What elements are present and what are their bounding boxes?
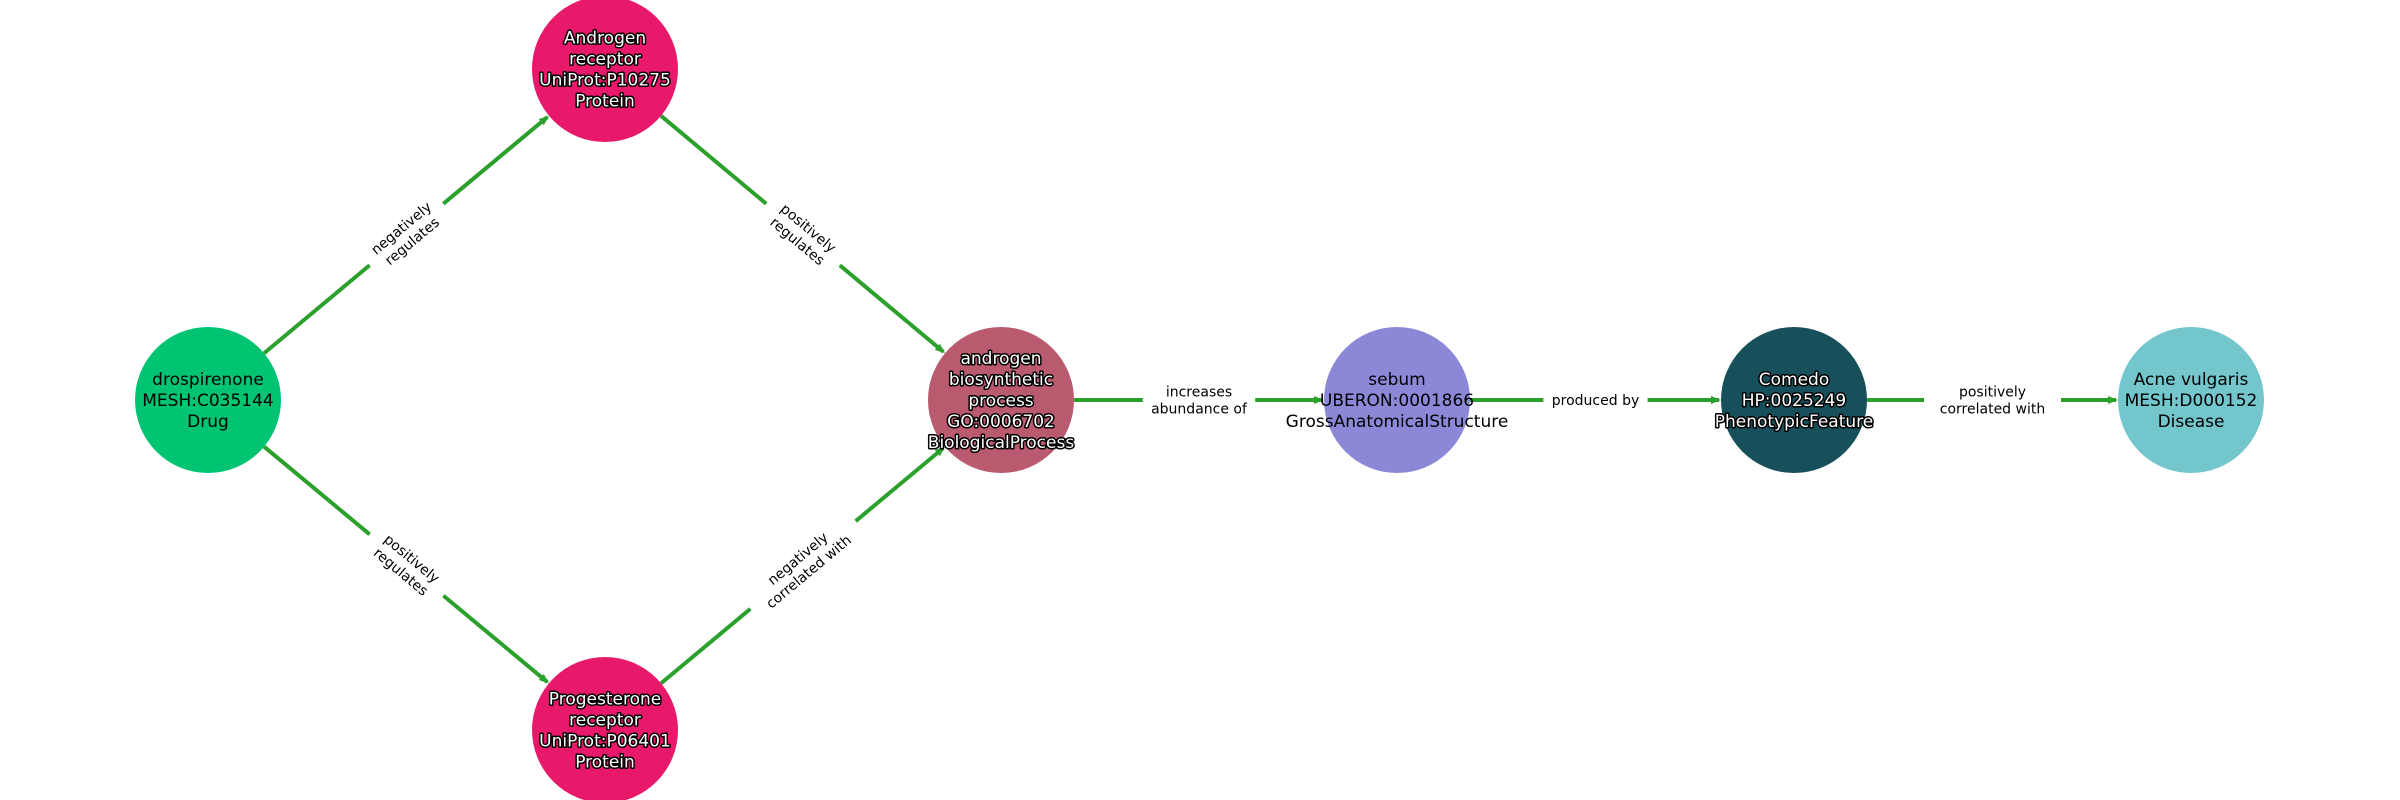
edge-sebum-comedo: produced by bbox=[1470, 387, 1721, 413]
edge-label-background bbox=[356, 518, 457, 612]
node-label-line: Progesterone bbox=[549, 690, 661, 710]
node-label-line: androgen bbox=[960, 349, 1041, 369]
node-circle[interactable] bbox=[928, 327, 1074, 473]
edge-label-background bbox=[1543, 387, 1648, 413]
node-label-line: process bbox=[968, 391, 1033, 411]
node-label-line: PhenotypicFeature bbox=[1715, 412, 1874, 432]
edge-label-line: correlated with bbox=[1940, 402, 2045, 418]
edge-label-background bbox=[1924, 379, 2061, 421]
node-label-line: Protein bbox=[575, 753, 635, 773]
node-circle[interactable] bbox=[532, 0, 678, 142]
node-circle[interactable] bbox=[135, 327, 281, 473]
node-pr[interactable]: ProgesteronereceptorUniProt:P06401Protei… bbox=[532, 657, 678, 800]
node-label-line: MESH:C035144 bbox=[142, 391, 273, 411]
edge-label-line: abundance of bbox=[1151, 402, 1248, 418]
node-label-line: UniProt:P10275 bbox=[539, 71, 671, 91]
node-label-line: Androgen bbox=[564, 29, 646, 49]
node-label-line: GO:0006702 bbox=[947, 412, 1055, 432]
node-circle[interactable] bbox=[532, 657, 678, 800]
edge-label-line: increases bbox=[1166, 385, 1232, 401]
node-label-line: receptor bbox=[569, 50, 641, 70]
node-label-line: UniProt:P06401 bbox=[539, 732, 671, 752]
node-label-line: Disease bbox=[2158, 412, 2225, 432]
node-label-line: HP:0025249 bbox=[1742, 391, 1846, 411]
node-label-line: UBERON:0001866 bbox=[1320, 391, 1474, 411]
node-label-line: Protein bbox=[575, 92, 635, 112]
node-label-line: BiologicalProcess bbox=[928, 433, 1075, 453]
edge-label-background bbox=[1142, 379, 1256, 421]
node-label-line: receptor bbox=[569, 711, 641, 731]
edge-label-line: positively bbox=[1959, 385, 2026, 401]
edge-label-background bbox=[356, 187, 457, 282]
node-label-line: GrossAnatomicalStructure bbox=[1286, 412, 1509, 432]
node-circle[interactable] bbox=[1324, 327, 1470, 473]
edge-label: produced by bbox=[1543, 387, 1648, 413]
node-label-line: sebum bbox=[1368, 370, 1425, 390]
node-circle[interactable] bbox=[2118, 327, 2264, 473]
node-circle[interactable] bbox=[1721, 327, 1867, 473]
node-label-line: biosynthetic bbox=[949, 370, 1053, 390]
node-abp[interactable]: androgenbiosyntheticprocessGO:0006702Bio… bbox=[926, 327, 1076, 473]
edge-label-background bbox=[736, 505, 870, 625]
edge-label-background bbox=[752, 187, 854, 282]
node-label-line: Drug bbox=[187, 412, 229, 432]
node-sebum[interactable]: sebumUBERON:0001866GrossAnatomicalStruct… bbox=[1286, 327, 1509, 473]
node-label-line: drospirenone bbox=[152, 370, 264, 390]
nodes-layer: drospirenoneMESH:C035144DrugAndrogenrece… bbox=[135, 0, 2264, 800]
node-label-line: MESH:D000152 bbox=[2125, 391, 2258, 411]
node-label-line: Comedo bbox=[1759, 370, 1829, 390]
node-label-line: Acne vulgaris bbox=[2134, 370, 2249, 390]
edge-label-line: produced by bbox=[1552, 393, 1639, 409]
